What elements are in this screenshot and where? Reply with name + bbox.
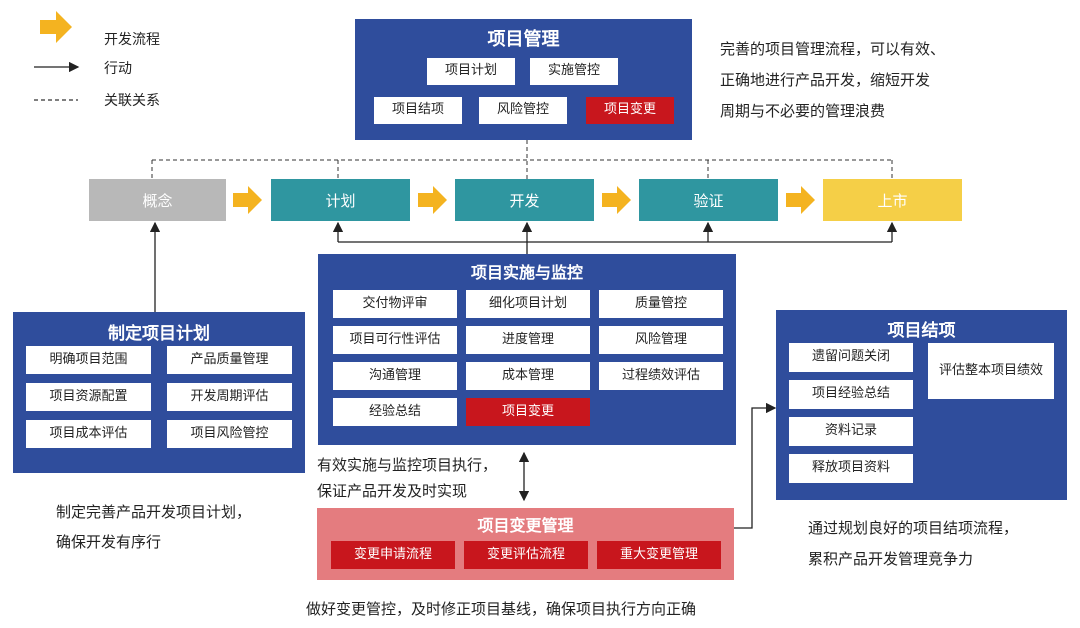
impl-item-4: 项目可行性评估 xyxy=(333,326,457,354)
closure-title: 项目结项 xyxy=(887,321,956,341)
legend-relation-label: 关联关系 xyxy=(104,93,160,109)
implementation-description: 有效实施与监控项目执行， 保证产品开发及时实现 xyxy=(317,456,498,500)
flow-arrows xyxy=(233,186,815,214)
impl-item-1: 交付物评审 xyxy=(333,290,457,318)
plan-item-5: 项目成本评估 xyxy=(26,420,151,448)
change-management-title: 项目变更管理 xyxy=(477,516,574,535)
legend-symbols xyxy=(34,11,80,101)
change-item-3: 重大变更管理 xyxy=(597,541,721,569)
plan-item-4: 开发周期评估 xyxy=(167,383,292,411)
implementation-title: 项目实施与监控 xyxy=(470,263,583,282)
plan-description: 制定完善产品开发项目计划， 确保开发有序行 xyxy=(56,503,252,551)
change-item-2: 变更评估流程 xyxy=(464,541,588,569)
impl-item-6: 风险管理 xyxy=(599,326,723,354)
plan-title: 制定项目计划 xyxy=(108,324,210,344)
closure-item-2: 项目经验总结 xyxy=(789,380,913,409)
stage-verify: 验证 xyxy=(639,179,778,221)
impl-item-3: 质量管控 xyxy=(599,290,723,318)
impl-item-10: 经验总结 xyxy=(333,398,457,426)
project-management-panel: 项目管理 项目计划 实施管控 项目结项 风险管控 项目变更 xyxy=(355,19,692,140)
pm-item-closure: 项目结项 xyxy=(374,97,462,124)
implementation-panel: 项目实施与监控 交付物评审 细化项目计划 质量管控 项目可行性评估 进度管理 风… xyxy=(318,254,736,445)
impl-item-2: 细化项目计划 xyxy=(466,290,590,318)
closure-item-1: 遗留问题关闭 xyxy=(789,343,913,372)
stage-develop: 开发 xyxy=(455,179,594,221)
impl-item-8: 成本管理 xyxy=(466,362,590,390)
plan-item-2: 产品质量管理 xyxy=(167,346,292,374)
plan-item-3: 项目资源配置 xyxy=(26,383,151,411)
change-item-1: 变更申请流程 xyxy=(331,541,455,569)
plan-panel: 制定项目计划 明确项目范围 产品质量管理 项目资源配置 开发周期评估 项目成本评… xyxy=(13,312,305,473)
closure-item-5: 评估整本项目绩效 xyxy=(928,343,1054,399)
relation-lines xyxy=(151,140,893,179)
impl-item-9: 过程绩效评估 xyxy=(599,362,723,390)
legend-flow-arrow-icon xyxy=(40,11,72,43)
legend-flow-label: 开发流程 xyxy=(104,32,160,48)
action-lines xyxy=(149,221,898,529)
closure-panel: 项目结项 遗留问题关闭 项目经验总结 资料记录 释放项目资料 评估整本项目绩效 xyxy=(776,310,1067,500)
top-description: 完善的项目管理流程，可以有效、 正确地进行产品开发，缩短开发 周期与不必要的管理… xyxy=(720,40,946,120)
pm-item-control: 实施管控 xyxy=(530,58,618,85)
change-description: 做好变更管控，及时修正项目基线，确保项目执行方向正确 xyxy=(306,600,697,618)
stage-concept: 概念 xyxy=(89,179,226,221)
plan-item-1: 明确项目范围 xyxy=(26,346,151,374)
closure-item-4: 释放项目资料 xyxy=(789,454,913,483)
pm-item-change: 项目变更 xyxy=(586,97,674,124)
impl-item-11: 项目变更 xyxy=(466,398,590,426)
legend-action-label: 行动 xyxy=(104,61,132,77)
project-management-title: 项目管理 xyxy=(487,29,560,50)
stage-plan: 计划 xyxy=(271,179,410,221)
impl-item-5: 进度管理 xyxy=(466,326,590,354)
pm-item-risk: 风险管控 xyxy=(479,97,567,124)
plan-item-6: 项目风险管控 xyxy=(167,420,292,448)
pm-item-plan: 项目计划 xyxy=(427,58,515,85)
impl-item-7: 沟通管理 xyxy=(333,362,457,390)
stage-launch: 上市 xyxy=(823,179,962,221)
change-management-panel: 项目变更管理 变更申请流程 变更评估流程 重大变更管理 xyxy=(317,508,734,580)
closure-description: 通过规划良好的项目结项流程， 累积产品开发管理竞争力 xyxy=(808,519,1019,568)
closure-item-3: 资料记录 xyxy=(789,417,913,446)
